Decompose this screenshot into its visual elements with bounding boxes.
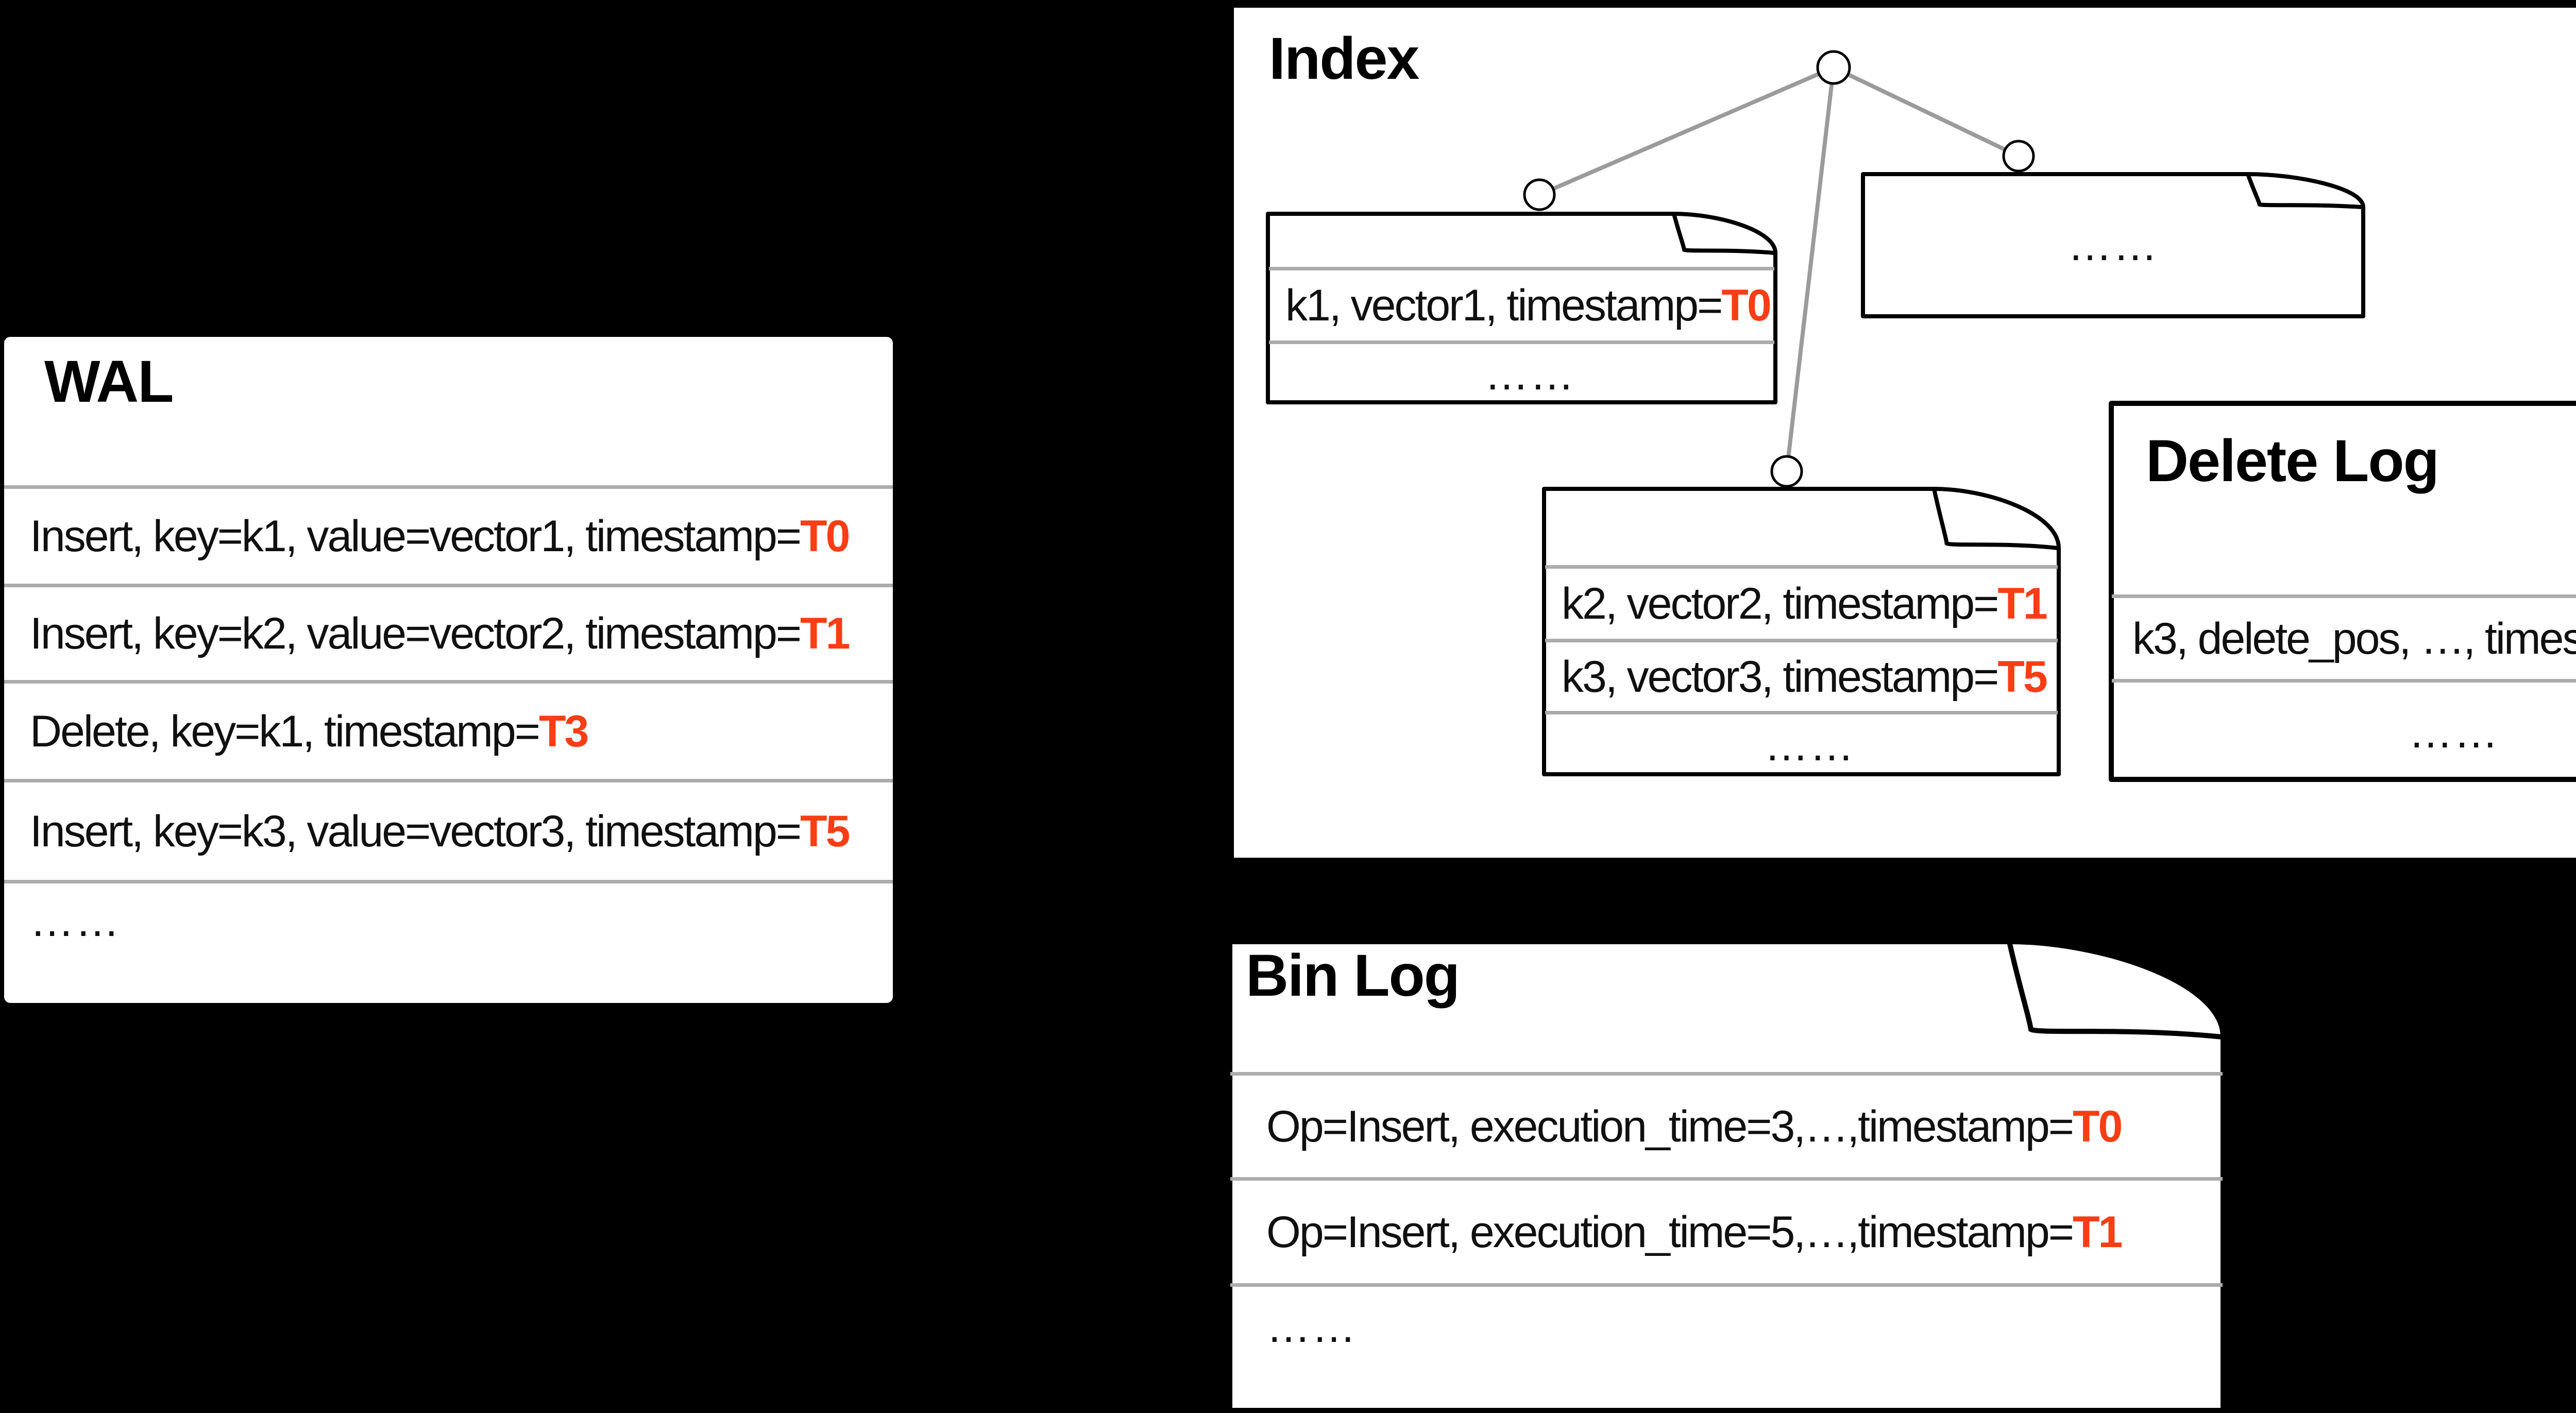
page-curl-icon <box>2007 939 2225 1040</box>
document-shape <box>1227 939 2226 1413</box>
document-shape <box>2109 401 2576 782</box>
index-segment-file-3: k2, vector2, timestamp=T1 k3, vector3, t… <box>1542 487 2061 776</box>
document-shape <box>1266 212 1777 404</box>
bin-log-document: Bin Log Op=Insert, execution_time=3,…,ti… <box>1227 939 2226 1413</box>
tree-node-left <box>1523 178 1556 211</box>
segment-row-text: k1, vector1, timestamp= <box>1285 281 1723 330</box>
delete-log-row-k3: k3, delete_pos, …, timestamp=T3 <box>2112 594 2576 679</box>
tree-edge-root-bottom <box>1785 67 1836 472</box>
index-panel: Index k1, vector1, timestamp=T0 …… …… <box>1234 8 2576 858</box>
bin-log-row-ellipsis: …… <box>1230 1283 2223 1413</box>
tree-node-root <box>1816 50 1851 85</box>
tree-node-bottom <box>1770 455 1803 488</box>
wal-row-text: Insert, key=k2, value=vector2, timestamp… <box>30 609 802 658</box>
page-curl-icon <box>2246 172 2364 209</box>
wal-row-text: Delete, key=k1, timestamp= <box>30 706 540 756</box>
wal-row-text: Insert, key=k1, value=vector1, timestamp… <box>30 512 802 561</box>
segment-row-k3: k3, vector3, timestamp=T5 <box>1545 639 2058 711</box>
wal-row-insert-k1: Insert, key=k1, value=vector1, timestamp… <box>4 485 893 584</box>
timestamp-highlight: T5 <box>800 806 850 856</box>
bin-log-row-2: Op=Insert, execution_time=5,…,timestamp=… <box>1230 1177 2223 1283</box>
index-segment-file-1: k1, vector1, timestamp=T0 …… <box>1266 212 1777 404</box>
segment-row-k1: k1, vector1, timestamp=T0 <box>1269 267 1774 341</box>
wal-row-text: Insert, key=k3, value=vector3, timestamp… <box>30 806 802 856</box>
timestamp-highlight: T1 <box>800 609 850 658</box>
timestamp-highlight: T0 <box>2072 1101 2123 1151</box>
index-segment-file-2: …… <box>1861 172 2365 318</box>
timestamp-highlight: T1 <box>2072 1207 2123 1257</box>
index-tree <box>1523 50 2035 488</box>
segment-row-ellipsis: …… <box>1545 711 2058 776</box>
timestamp-highlight: T0 <box>1721 281 1771 330</box>
timestamp-highlight: T3 <box>538 706 589 756</box>
wal-panel: WAL Insert, key=k1, value=vector1, times… <box>4 337 893 1003</box>
bin-log-row-text: Op=Insert, execution_time=5,…,timestamp= <box>1266 1207 2074 1257</box>
index-title: Index <box>1269 26 1419 92</box>
document-shape <box>1542 487 2061 776</box>
document-outline <box>1227 939 2226 1413</box>
timestamp-highlight: T5 <box>1997 652 2047 702</box>
wal-row-delete-k1: Delete, key=k1, timestamp=T3 <box>4 680 893 779</box>
page-curl-icon <box>1932 487 2060 550</box>
wal-row-ellipsis: …… <box>4 880 893 1003</box>
delete-log-row-text: k3, delete_pos, …, timestamp= <box>2132 614 2576 663</box>
bin-log-row-text: Op=Insert, execution_time=3,…,timestamp= <box>1266 1101 2074 1151</box>
segment-row-text: k3, vector3, timestamp= <box>1562 652 1999 702</box>
timestamp-highlight: T1 <box>1997 579 2047 628</box>
delete-log-document: Delete Log k3, delete_pos, …, timestamp=… <box>2109 401 2576 782</box>
bin-log-row-1: Op=Insert, execution_time=3,…,timestamp=… <box>1230 1072 2223 1177</box>
document-shape <box>1861 172 2365 318</box>
tree-node-right <box>2002 140 2035 173</box>
segment-row-ellipsis: …… <box>1269 341 1774 404</box>
delete-log-title: Delete Log <box>2146 428 2439 494</box>
wal-row-insert-k2: Insert, key=k2, value=vector2, timestamp… <box>4 584 893 680</box>
segment-row-k2: k2, vector2, timestamp=T1 <box>1545 565 2058 639</box>
wal-title: WAL <box>44 349 174 415</box>
document-outline <box>2109 401 2576 782</box>
timestamp-highlight: T0 <box>800 512 850 561</box>
tree-edge-root-right <box>1833 65 2020 158</box>
bin-log-title: Bin Log <box>1246 943 1460 1009</box>
segment-row-ellipsis: …… <box>2067 220 2159 270</box>
wal-rows: Insert, key=k1, value=vector1, timestamp… <box>4 485 893 1003</box>
page-curl-icon <box>1672 212 1776 255</box>
segment-row-text: k2, vector2, timestamp= <box>1562 579 1999 628</box>
delete-log-row-ellipsis: …… <box>2112 679 2576 782</box>
wal-row-insert-k3: Insert, key=k3, value=vector3, timestamp… <box>4 779 893 880</box>
tree-edge-root-left <box>1538 65 1835 197</box>
